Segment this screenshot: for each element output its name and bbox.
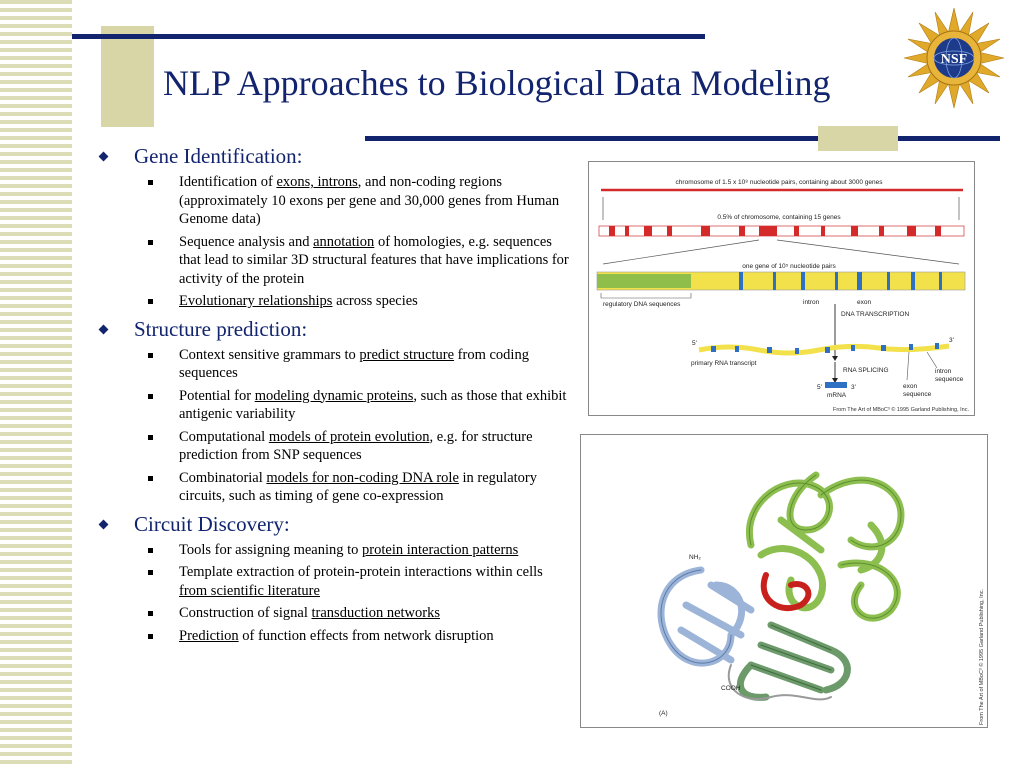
list-item: Context sensitive grammars to predict st… bbox=[96, 346, 572, 383]
cooh-label: COOH bbox=[721, 685, 741, 692]
segment-label: 0.5% of chromosome, containing 15 genes bbox=[717, 214, 841, 221]
hyperlink[interactable]: predict structure bbox=[359, 346, 455, 363]
hyperlink[interactable]: models of protein evolution bbox=[268, 428, 430, 445]
hyperlink[interactable]: from scientific literature bbox=[179, 582, 320, 599]
square-bullet-icon bbox=[148, 434, 153, 440]
list-item: Template extraction of protein-protein i… bbox=[96, 563, 572, 600]
nsf-logo-text: NSF bbox=[941, 52, 967, 67]
square-bullet-icon bbox=[148, 180, 153, 185]
exon-sequence-label: exon bbox=[903, 383, 917, 390]
zoom-guide-line bbox=[776, 239, 960, 265]
hyperlink[interactable]: protein interaction patterns bbox=[362, 541, 519, 558]
five-prime-label: 5' bbox=[692, 340, 697, 347]
square-bullet-icon bbox=[148, 299, 153, 304]
section-circuit-discovery: Circuit Discovery: Tools for assigning m… bbox=[96, 512, 572, 646]
exon-label: exon bbox=[857, 299, 871, 306]
slide-title: NLP Approaches to Biological Data Modeli… bbox=[163, 63, 831, 103]
exon-sequence-label: sequence bbox=[903, 391, 932, 398]
square-bullet-icon bbox=[148, 611, 153, 616]
primary-rna-label: primary RNA transcript bbox=[691, 360, 757, 367]
mrna-bar bbox=[825, 382, 847, 388]
list-item: Computational models of protein evolutio… bbox=[96, 428, 572, 465]
decorative-rule-bottom bbox=[365, 136, 1000, 141]
protein-structure-figure: NH₂ COOH (A) From The Art of MBoC³ © 199… bbox=[580, 434, 988, 728]
intron-label: intron bbox=[803, 299, 820, 306]
diamond-bullet-icon bbox=[98, 519, 109, 529]
figure-credit: From The Art of MBoC³ © 1995 Garland Pub… bbox=[978, 589, 985, 725]
square-bullet-icon bbox=[148, 239, 153, 245]
square-bullet-icon bbox=[148, 547, 153, 553]
section-heading: Structure prediction: bbox=[96, 317, 572, 342]
section-heading-text: Gene Identification: bbox=[134, 144, 303, 168]
square-bullet-icon bbox=[148, 393, 153, 399]
three-prime-label: 3' bbox=[949, 337, 954, 344]
intron-sequence-label: intron bbox=[935, 368, 952, 375]
bullet-list: Tools for assigning meaning to protein i… bbox=[96, 541, 572, 646]
section-gene-identification: Gene Identification: Identification of e… bbox=[96, 144, 572, 311]
square-bullet-icon bbox=[148, 352, 153, 358]
splicing-label: RNA SPLICING bbox=[843, 367, 889, 374]
section-heading-text: Circuit Discovery: bbox=[134, 511, 290, 536]
bullet-list: Identification of exons, introns, and no… bbox=[96, 173, 572, 311]
diamond-bullet-icon bbox=[98, 324, 109, 334]
decorative-block-top bbox=[101, 26, 154, 127]
list-item: Potential for modeling dynamic proteins,… bbox=[96, 387, 572, 424]
nsf-logo: NSF bbox=[896, 2, 1012, 114]
figure-credit: From The Art of MBoC³ © 1995 Garland Pub… bbox=[833, 406, 969, 413]
nh2-label: NH₂ bbox=[689, 554, 701, 561]
gene-diagram bbox=[596, 271, 966, 291]
primary-rna-transcript bbox=[698, 343, 950, 356]
regulatory-label: regulatory DNA sequences bbox=[603, 301, 681, 308]
slide-body: Gene Identification: Identification of e… bbox=[96, 144, 572, 645]
transcription-label: DNA TRANSCRIPTION bbox=[841, 311, 909, 318]
gene-label: one gene of 10⁵ nucleotide pairs bbox=[742, 263, 836, 270]
square-bullet-icon bbox=[148, 633, 153, 639]
left-striped-border bbox=[0, 0, 72, 768]
chromosome-label: chromosome of 1.5 x 10⁸ nucleotide pairs… bbox=[676, 179, 884, 186]
section-heading: Circuit Discovery: bbox=[96, 512, 572, 537]
mrna-label: mRNA bbox=[827, 392, 847, 399]
section-structure-prediction: Structure prediction: Context sensitive … bbox=[96, 317, 572, 506]
chromosome-segment bbox=[598, 225, 965, 237]
diamond-bullet-icon bbox=[98, 151, 109, 162]
list-item: Tools for assigning meaning to protein i… bbox=[96, 541, 572, 560]
hyperlink[interactable]: models for non-coding DNA role bbox=[266, 469, 459, 486]
hyperlink[interactable]: exons, introns bbox=[276, 174, 358, 190]
hyperlink[interactable]: Prediction bbox=[179, 627, 239, 644]
square-bullet-icon bbox=[148, 570, 153, 575]
list-item: Identification of exons, introns, and no… bbox=[96, 173, 572, 229]
hyperlink[interactable]: annotation bbox=[313, 233, 375, 250]
intron-sequence-label: sequence bbox=[935, 376, 964, 383]
bullet-list: Context sensitive grammars to predict st… bbox=[96, 346, 572, 506]
section-heading: Gene Identification: bbox=[96, 144, 572, 169]
five-prime-label: 5' bbox=[817, 384, 822, 391]
list-item: Evolutionary relationships across specie… bbox=[96, 292, 572, 311]
section-heading-text: Structure prediction: bbox=[134, 316, 308, 341]
hyperlink[interactable]: Evolutionary relationships bbox=[179, 293, 333, 309]
protein-ribbon-model bbox=[657, 471, 905, 701]
hyperlink[interactable]: transduction networks bbox=[311, 605, 440, 621]
panel-label: (A) bbox=[659, 710, 668, 717]
list-item: Prediction of function effects from netw… bbox=[96, 627, 572, 646]
list-item: Combinatorial models for non-coding DNA … bbox=[96, 469, 572, 506]
zoom-guide-line bbox=[602, 239, 760, 265]
three-prime-label: 3' bbox=[851, 384, 856, 391]
decorative-block-bottom bbox=[818, 126, 898, 151]
gene-structure-figure: chromosome of 1.5 x 10⁸ nucleotide pairs… bbox=[588, 161, 975, 416]
list-item: Sequence analysis and annotation of homo… bbox=[96, 233, 572, 289]
decorative-rule-top bbox=[72, 34, 705, 39]
list-item: Construction of signal transduction netw… bbox=[96, 604, 572, 623]
square-bullet-icon bbox=[148, 475, 153, 481]
hyperlink[interactable]: modeling dynamic proteins bbox=[254, 387, 414, 404]
